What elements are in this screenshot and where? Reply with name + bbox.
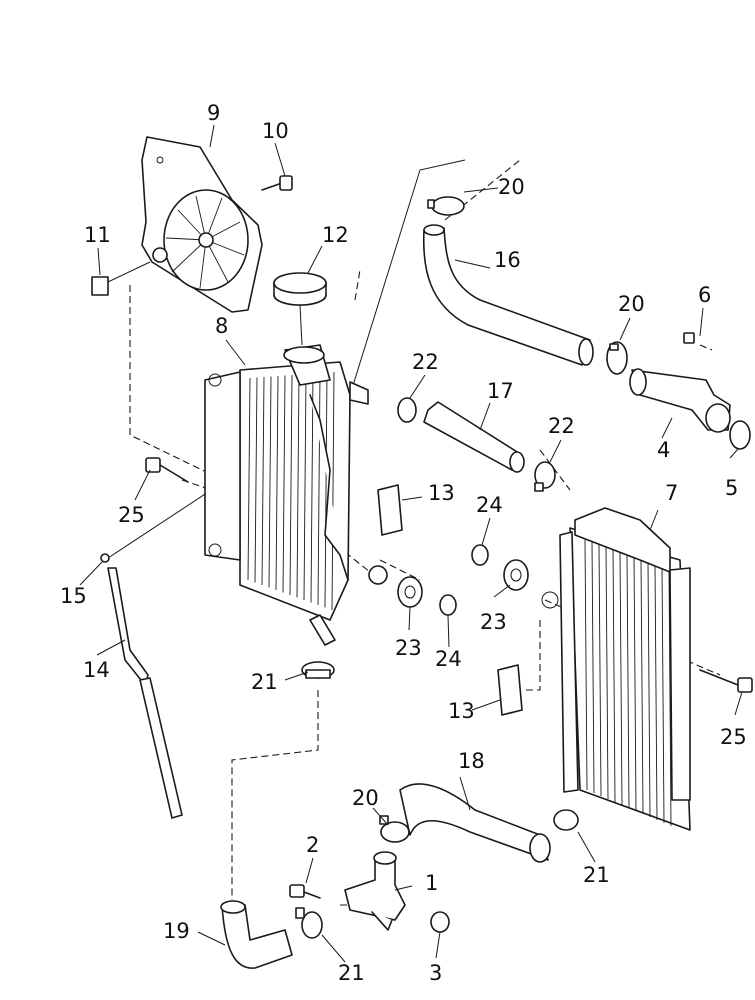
bolt-25-right xyxy=(699,669,753,693)
callout-3: 3 xyxy=(429,961,442,985)
leader-lines xyxy=(79,124,743,963)
callout-23-right: 23 xyxy=(480,610,507,634)
radiator-fin xyxy=(282,375,286,593)
callout-5: 5 xyxy=(725,476,738,500)
callout-10: 10 xyxy=(262,119,289,143)
radiator-fin xyxy=(654,564,658,821)
callout-25-left: 25 xyxy=(118,503,145,527)
radiator-fin xyxy=(289,374,293,596)
callout-15: 15 xyxy=(60,584,87,608)
clamp-21-right xyxy=(553,809,579,831)
callout-20-right: 20 xyxy=(618,292,645,316)
bolt-2 xyxy=(289,884,321,919)
lower-hose-18 xyxy=(399,783,551,863)
radiator-fin xyxy=(668,569,672,827)
radiator-fin xyxy=(296,374,300,598)
callout-13-upper: 13 xyxy=(428,481,455,505)
collar-24-left xyxy=(439,594,457,616)
callout-20-top: 20 xyxy=(498,175,525,199)
callout-8: 8 xyxy=(215,314,228,338)
callout-13-lower: 13 xyxy=(448,699,475,723)
callout-6: 6 xyxy=(698,283,711,307)
radiator-fin xyxy=(661,567,665,824)
left-radiator xyxy=(204,344,388,646)
upper-hose-16 xyxy=(422,224,594,366)
washer-3 xyxy=(430,911,450,933)
radiator-fin xyxy=(247,377,251,581)
callout-24-right: 24 xyxy=(476,493,503,517)
callout-22-left: 22 xyxy=(412,350,439,374)
right-radiator xyxy=(541,507,691,831)
overflow-hose-14 xyxy=(107,567,183,819)
clamp-21-top xyxy=(301,661,335,679)
callout-labels: 1 2 3 4 5 6 7 8 9 10 11 12 13 13 14 15 1… xyxy=(60,101,747,985)
clamp-20-right xyxy=(606,341,628,375)
callout-17: 17 xyxy=(487,379,514,403)
callout-4: 4 xyxy=(657,438,670,462)
radiator-fin xyxy=(310,373,314,603)
callout-24-left: 24 xyxy=(435,647,462,671)
radiator-fin xyxy=(261,376,265,586)
callout-12: 12 xyxy=(322,223,349,247)
callout-23-left: 23 xyxy=(395,636,422,660)
callout-1: 1 xyxy=(425,871,438,895)
collar-24-right xyxy=(471,544,489,566)
pad-13-upper xyxy=(377,484,403,536)
radiator-fin xyxy=(317,372,321,606)
elbow-hose-19 xyxy=(220,900,293,969)
radiator-fin xyxy=(633,557,637,812)
radiator-fin xyxy=(619,552,623,806)
radiator-fin xyxy=(598,544,602,797)
radiator-fin xyxy=(640,559,644,815)
callout-20-bottom: 20 xyxy=(352,786,379,810)
callout-14: 14 xyxy=(83,658,110,682)
callout-16: 16 xyxy=(494,248,521,272)
radiator-fin xyxy=(605,547,609,800)
callout-21-bottom: 21 xyxy=(338,961,365,985)
radiator-fin xyxy=(303,373,307,601)
callout-11: 11 xyxy=(84,223,111,247)
callout-2: 2 xyxy=(306,833,319,857)
radiator-fin xyxy=(584,539,588,791)
radiator-fin xyxy=(591,542,595,794)
clamp-22-right xyxy=(534,461,556,492)
clamp-21-bottom xyxy=(301,911,323,939)
radiator-fin xyxy=(254,377,258,583)
pad-13-lower xyxy=(497,664,523,716)
bolt-25-left xyxy=(145,457,189,483)
radiator-cap xyxy=(273,272,327,346)
grommet-23-right xyxy=(503,559,529,591)
radiator-fin xyxy=(626,554,630,809)
callout-22-right: 22 xyxy=(548,414,575,438)
callout-25-right: 25 xyxy=(720,725,747,749)
radiator-fin xyxy=(275,375,279,591)
radiator-fin xyxy=(268,376,272,588)
callout-19: 19 xyxy=(163,919,190,943)
clamp-20-top xyxy=(427,196,465,216)
clamp-20-bottom xyxy=(379,815,410,843)
callout-21-right: 21 xyxy=(583,863,610,887)
radiator-fin xyxy=(647,562,651,818)
callout-7: 7 xyxy=(665,481,678,505)
radiator-fin xyxy=(612,549,616,803)
t-fitting-1 xyxy=(344,851,406,931)
radiator-fin xyxy=(324,372,328,608)
bolt-10 xyxy=(261,175,293,191)
callout-9: 9 xyxy=(207,101,220,125)
grommet-23-left xyxy=(397,576,423,608)
clip-11 xyxy=(91,261,151,296)
hose-17 xyxy=(423,401,525,473)
fan-shroud xyxy=(141,136,263,313)
radiator-fin xyxy=(331,371,335,611)
callout-18: 18 xyxy=(458,749,485,773)
clip-15 xyxy=(100,553,110,563)
pipe-fitting-4 xyxy=(629,332,731,433)
callout-21-top: 21 xyxy=(251,670,278,694)
clamp-22-left xyxy=(397,397,417,423)
o-ring-5 xyxy=(729,420,751,450)
